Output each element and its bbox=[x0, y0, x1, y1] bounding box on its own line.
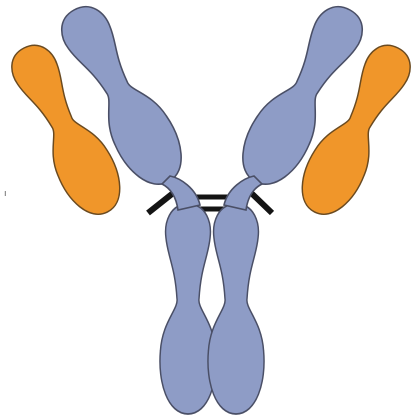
heavy-chain-left-stem bbox=[160, 204, 216, 414]
heavy-chain-right-stem bbox=[208, 204, 264, 414]
heavy-chain-left-junction bbox=[162, 176, 200, 210]
stray-mark: ı bbox=[4, 188, 7, 198]
heavy-chain-right-junction bbox=[224, 176, 262, 210]
